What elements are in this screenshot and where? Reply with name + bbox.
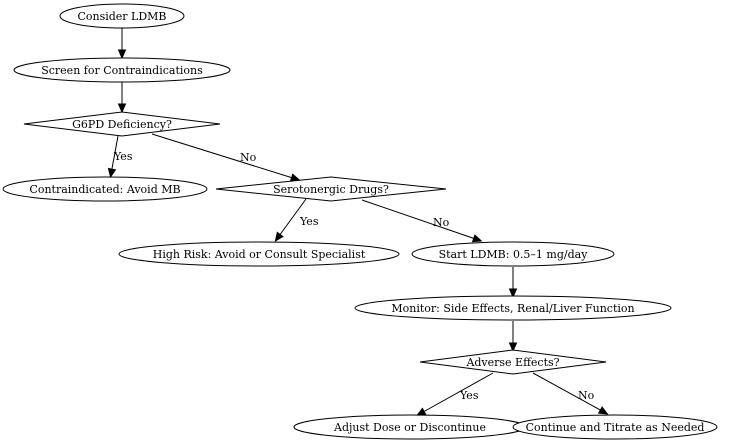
- edge-label-g6pd-yes: Yes: [113, 150, 133, 163]
- node-continue-titrate-label: Continue and Titrate as Needed: [526, 421, 705, 434]
- node-adverse-effects-label: Adverse Effects?: [465, 356, 559, 369]
- edge-adverse-no: [532, 372, 609, 415]
- node-g6pd-deficiency-label: G6PD Deficiency?: [72, 118, 172, 131]
- node-serotonergic-drugs-label: Serotonergic Drugs?: [273, 183, 389, 196]
- edge-sero-yes: [274, 198, 307, 243]
- node-consider-ldmb: Consider LDMB: [59, 3, 185, 29]
- edge-label-sero-yes: Yes: [299, 215, 319, 228]
- edge-consider-to-screen: [117, 28, 127, 60]
- node-adjust-dose: Adjust Dose or Discontinue: [293, 414, 527, 440]
- node-high-risk: High Risk: Avoid or Consult Specialist: [118, 241, 400, 267]
- node-g6pd-deficiency: G6PD Deficiency?: [23, 111, 221, 137]
- edge-label-adverse-yes: Yes: [459, 389, 479, 402]
- edge-sero-no: [361, 199, 483, 243]
- node-contraindicated-label: Contraindicated: Avoid MB: [29, 183, 180, 196]
- node-start-ldmb: Start LDMB: 0.5–1 mg/day: [411, 241, 615, 267]
- node-continue-titrate: Continue and Titrate as Needed: [512, 414, 718, 440]
- edge-adverse-yes: [416, 372, 494, 417]
- edge-monitor-to-adverse: [508, 321, 518, 353]
- edge-label-adverse-no: No: [578, 389, 595, 402]
- node-adverse-effects: Adverse Effects?: [419, 349, 607, 375]
- edge-start-to-monitor: [508, 267, 518, 299]
- node-consider-ldmb-label: Consider LDMB: [77, 10, 166, 23]
- node-high-risk-label: High Risk: Avoid or Consult Specialist: [153, 248, 366, 261]
- node-adjust-dose-label: Adjust Dose or Discontinue: [333, 421, 486, 434]
- node-monitor: Monitor: Side Effects, Renal/Liver Funct…: [354, 295, 672, 321]
- node-screen-contraindications: Screen for Contraindications: [13, 57, 231, 83]
- edge-label-sero-no: No: [433, 216, 450, 229]
- node-screen-contraindications-label: Screen for Contraindications: [41, 64, 203, 77]
- edge-g6pd-no: [151, 133, 301, 182]
- edge-label-g6pd-no: No: [240, 151, 257, 164]
- node-monitor-label: Monitor: Side Effects, Renal/Liver Funct…: [391, 302, 634, 315]
- node-contraindicated: Contraindicated: Avoid MB: [2, 176, 208, 202]
- edge-screen-to-g6pd: [117, 82, 127, 114]
- edge-g6pd-yes: [107, 135, 119, 179]
- node-start-ldmb-label: Start LDMB: 0.5–1 mg/day: [439, 248, 589, 261]
- node-serotonergic-drugs: Serotonergic Drugs?: [215, 176, 447, 202]
